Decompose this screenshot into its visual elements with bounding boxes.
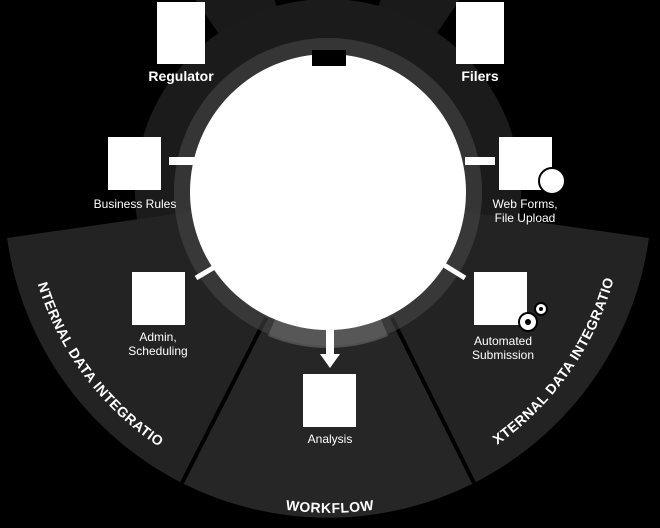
- business-rules-box[interactable]: [108, 137, 161, 190]
- arrow-admin: [194, 256, 228, 281]
- arrow-automated: [434, 256, 467, 281]
- arrow-analysis: [320, 330, 340, 368]
- sector-divider-left: [180, 317, 268, 484]
- hub-notch: [312, 50, 346, 66]
- web-forms-label-2: File Upload: [495, 211, 556, 225]
- sector-divider-right: [390, 317, 476, 484]
- automated-label-2: Submission: [472, 348, 534, 362]
- analysis-label: Analysis: [308, 432, 353, 446]
- automated-label-1: Automated: [474, 334, 532, 348]
- filers-box[interactable]: [456, 2, 504, 64]
- gears-icon: [518, 302, 548, 332]
- connector-business-rules: [169, 157, 199, 165]
- admin-label-1: Admin,: [139, 330, 176, 344]
- regulator-label: Regulator: [148, 68, 214, 84]
- connector-web-forms: [465, 157, 495, 165]
- automated-node[interactable]: [474, 272, 548, 332]
- workflow-title: WORKFLOW: [285, 497, 375, 516]
- admin-label-2: Scheduling: [128, 344, 187, 358]
- web-forms-node[interactable]: [499, 137, 566, 195]
- regulator-box[interactable]: [157, 2, 205, 64]
- business-rules-label: Business Rules: [94, 197, 177, 211]
- admin-box[interactable]: [132, 272, 185, 325]
- analysis-box[interactable]: [303, 374, 356, 427]
- web-forms-label-1: Web Forms,: [492, 197, 557, 211]
- globe-icon: [538, 167, 566, 195]
- central-hub: [190, 54, 466, 330]
- filers-label: Filers: [461, 68, 499, 84]
